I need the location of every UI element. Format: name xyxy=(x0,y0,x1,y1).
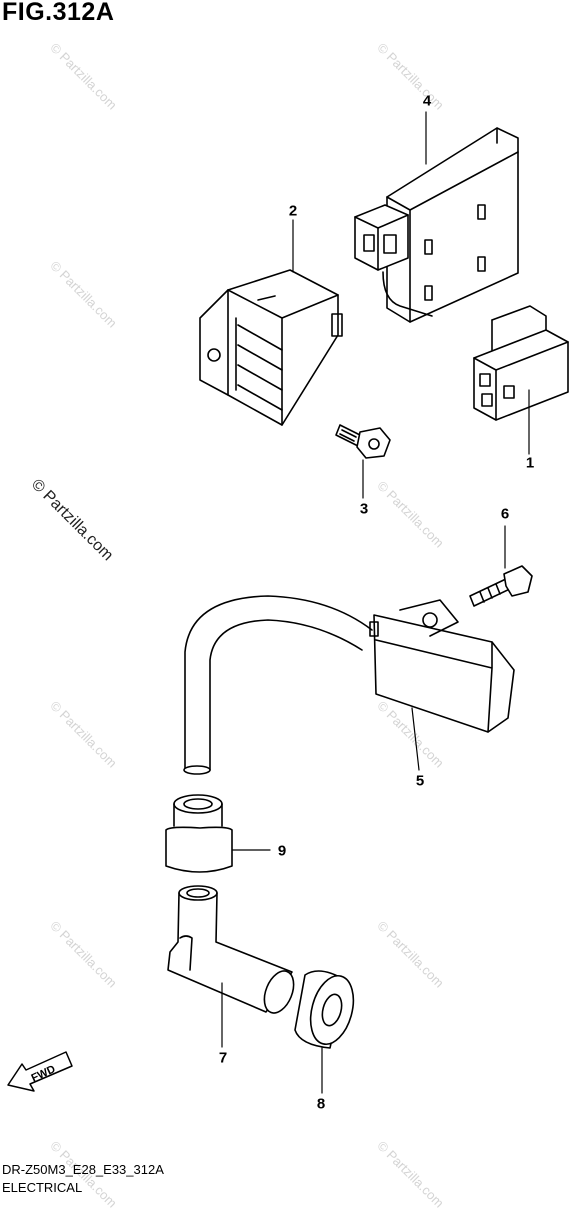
regulator-part-2 xyxy=(199,269,343,426)
bolt-part-3 xyxy=(335,424,391,459)
footer-section: ELECTRICAL xyxy=(2,1180,83,1195)
callout-2: 2 xyxy=(288,202,298,220)
coupler-part-1 xyxy=(473,305,569,421)
callout-3: 3 xyxy=(359,500,369,518)
callout-6: 6 xyxy=(500,505,510,523)
bolt-part-6 xyxy=(469,565,533,607)
cap-part-8 xyxy=(294,970,355,1049)
callout-1: 1 xyxy=(525,454,535,472)
plug-cap-part-7 xyxy=(167,885,295,1014)
callout-9: 9 xyxy=(277,842,287,860)
grommet-part-9 xyxy=(165,794,233,873)
cdi-unit-part-4 xyxy=(354,127,519,323)
callout-7: 7 xyxy=(218,1049,228,1067)
ignition-coil-part-5 xyxy=(183,595,515,775)
callout-8: 8 xyxy=(316,1095,326,1113)
leader-lines xyxy=(221,111,530,1094)
fwd-arrow: FWD xyxy=(7,1051,73,1092)
figure-title: FIG.312A xyxy=(2,0,115,26)
callout-4: 4 xyxy=(422,92,432,110)
footer-code: DR-Z50M3_E28_E33_312A xyxy=(2,1162,164,1177)
callout-5: 5 xyxy=(415,772,425,790)
